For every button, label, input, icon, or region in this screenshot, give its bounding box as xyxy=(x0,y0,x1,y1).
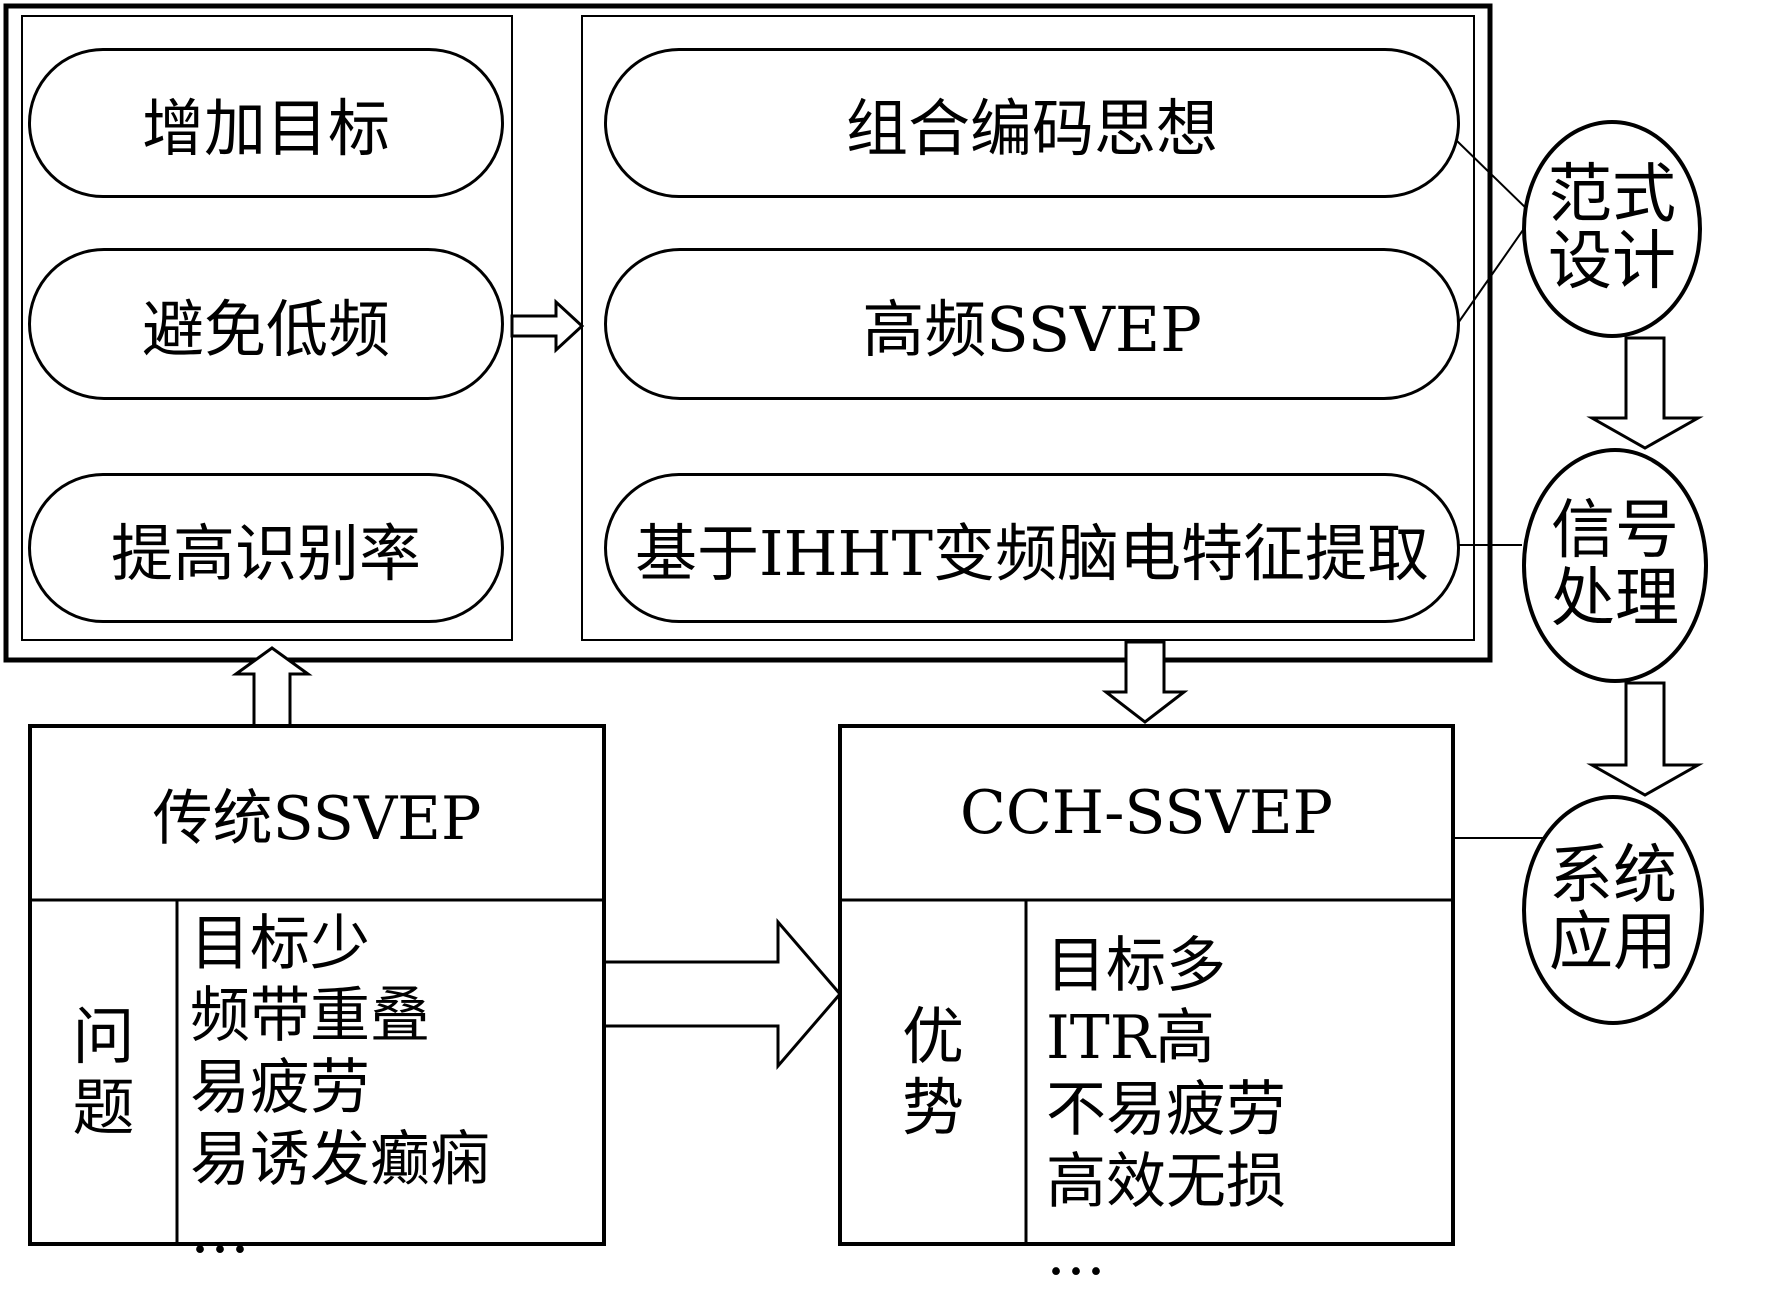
circle-paradigm-design-label: 范式设计 xyxy=(1548,157,1676,299)
arrow-traditional-up xyxy=(231,646,313,728)
arrow-left-to-right-panel xyxy=(510,298,585,354)
list-item: 易疲劳 xyxy=(190,1053,370,1123)
pill-avoid-low-freq: 避免低频 xyxy=(28,248,504,400)
traditional-problem-list: 目标少 频带重叠 易疲劳 易诱发癫痫 … xyxy=(190,908,490,1268)
list-item: … xyxy=(1046,1219,1106,1289)
arrow-down-to-cch xyxy=(1101,640,1189,724)
cch-side-text: 优势 xyxy=(901,999,964,1144)
cch-box-side-label: 优势 xyxy=(840,900,1026,1244)
pill-combined-coding: 组合编码思想 xyxy=(604,48,1460,198)
list-item: 频带重叠 xyxy=(190,981,430,1051)
arrow-signal-to-system xyxy=(1586,681,1704,797)
circle-system-application-label: 系统应用 xyxy=(1549,838,1677,980)
line-combo-to-design xyxy=(1455,139,1531,213)
traditional-box-title: 传统SSVEP xyxy=(152,783,482,854)
pill-add-targets: 增加目标 xyxy=(28,48,504,198)
circle-signal-processing-label: 信号处理 xyxy=(1551,494,1679,636)
traditional-box-side-label: 问题 xyxy=(30,900,177,1244)
list-item: 不易疲劳 xyxy=(1046,1075,1286,1145)
circle-paradigm-design: 范式设计 xyxy=(1522,120,1702,338)
arrow-design-to-signal xyxy=(1586,336,1704,450)
arrow-traditional-to-cch xyxy=(602,917,842,1071)
diagram-connectors xyxy=(3,3,1704,1246)
cch-box-frame xyxy=(838,724,1455,1246)
pill-improve-recognition: 提高识别率 xyxy=(28,473,504,623)
pill-ihht-feature-extraction: 基于IHHT变频脑电特征提取 xyxy=(604,473,1460,623)
traditional-box-frame xyxy=(28,724,606,1246)
circle-system-application: 系统应用 xyxy=(1522,795,1704,1025)
list-item: 高效无损 xyxy=(1046,1147,1286,1217)
cch-box-title: CCH-SSVEP xyxy=(959,778,1334,848)
outer-frame xyxy=(3,3,1493,663)
line-highfreq-to-design xyxy=(1455,219,1531,327)
circle-signal-processing: 信号处理 xyxy=(1522,448,1708,683)
list-item: ITR高 xyxy=(1046,1003,1215,1073)
list-item: 易诱发癫痫 xyxy=(190,1125,490,1195)
list-item: 目标少 xyxy=(190,909,370,979)
list-item: 目标多 xyxy=(1046,931,1226,1001)
traditional-side-text: 问题 xyxy=(72,999,135,1144)
pill-high-freq-ssvep: 高频SSVEP xyxy=(604,248,1460,400)
list-item: … xyxy=(190,1197,250,1267)
cch-advantage-list: 目标多 ITR高 不易疲劳 高效无损 … xyxy=(1046,930,1286,1290)
